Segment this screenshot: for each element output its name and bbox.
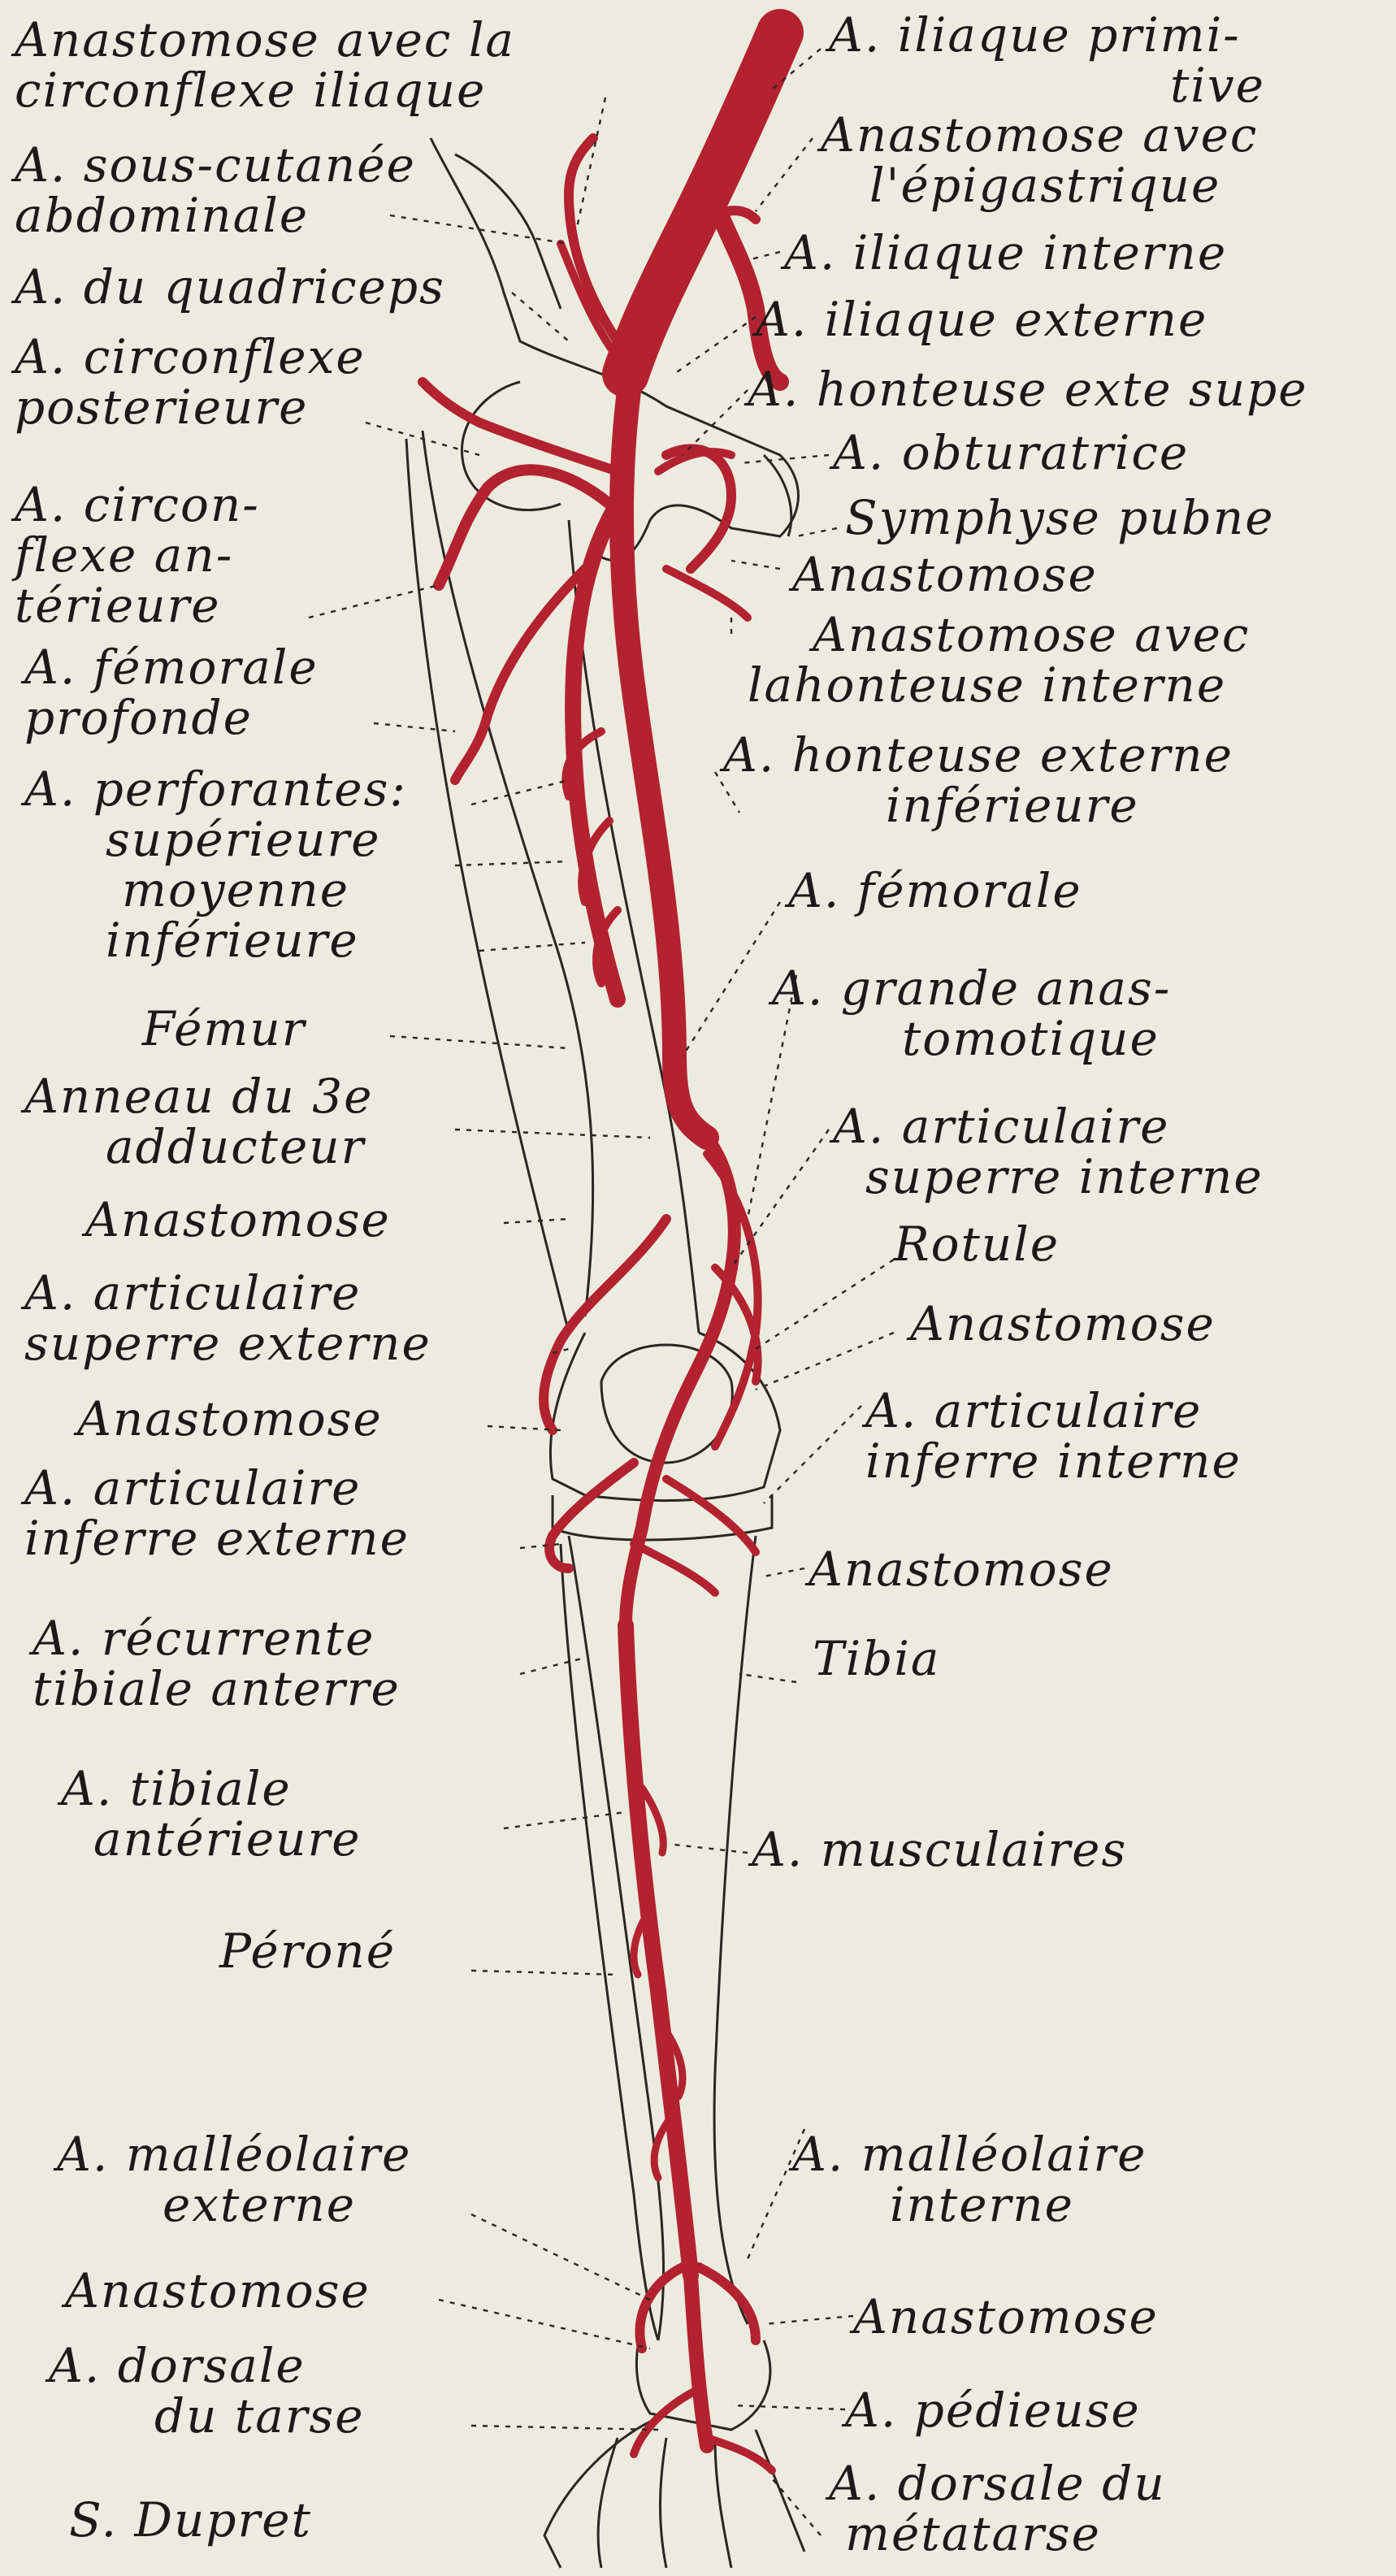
label-anastomose-l1: Anastomose [85, 1195, 391, 1245]
thigh-outline [406, 439, 569, 1333]
honteuse-externe-inf-artery [666, 569, 748, 618]
label-quadriceps: A. du quadriceps [15, 262, 445, 312]
label-symphyse: Symphyse pubne [845, 492, 1275, 543]
label-femorale: A. fémorale [788, 865, 1082, 916]
fibula-outline [561, 1544, 658, 2340]
label-malleolaire-interne: A. malléolaire interne [792, 2129, 1147, 2230]
label-rotule: Rotule [894, 1219, 1060, 1269]
label-iliaque-interne: A. iliaque interne [784, 228, 1227, 278]
label-perone: Péroné [219, 1926, 396, 1976]
ilium-outline [455, 154, 561, 309]
tibia-outline-medial [714, 1536, 756, 2324]
label-perforantes: A. perforantes: supérieure moyenne infér… [24, 764, 407, 965]
circonflexe-iliaque-artery [561, 244, 618, 358]
popliteal-artery [626, 1381, 691, 1625]
label-tibia: Tibia [813, 1633, 941, 1684]
label-tibiale-anterieure: A. tibiale antérieure [61, 1763, 362, 1864]
label-anastomose-honteuse: Anastomose avec lahonteuse interne [748, 609, 1250, 710]
label-grande-anastomotique: A. grande anas- tomotique [772, 963, 1171, 1064]
label-anastomose-l2: Anastomose [77, 1394, 383, 1444]
symphysis-outline [764, 455, 791, 536]
label-anastomose-r2: Anastomose [910, 1299, 1216, 1349]
label-anastomose-r4: Anastomose [853, 2292, 1159, 2342]
label-pedieuse: A. pédieuse [845, 2385, 1141, 2435]
femorale-distal-artery [691, 1138, 735, 1381]
label-honteuse-inf: A. honteuse externe inférieure [723, 730, 1233, 830]
label-anastomose-r3: Anastomose [809, 1544, 1114, 1594]
label-iliaque-externe: A. iliaque externe [756, 294, 1207, 345]
foot-outline [544, 2422, 804, 2568]
label-dorsale-metatarse: A. dorsale du métatarse [829, 2458, 1166, 2559]
label-iliaque-primitive: A. iliaque primi- tive [829, 10, 1265, 111]
label-dorsale-tarse: A. dorsale du tarse [49, 2340, 365, 2441]
label-malleolaire-externe: A. malléolaire externe [57, 2129, 411, 2230]
circonflexe-posterieure-artery [423, 382, 618, 471]
artery-tree [423, 33, 780, 2470]
articulaire-sup-ext-artery [544, 1219, 666, 1430]
pedieuse-artery [691, 2275, 707, 2446]
label-articulaire-inf-int: A. articulaire inferre interne [865, 1386, 1242, 1486]
label-honteuse-sup: A. honteuse exte supe [748, 364, 1308, 414]
label-femur: Fémur [142, 1004, 306, 1054]
label-articulaire-sup-int: A. articulaire superre interne [833, 1101, 1264, 1202]
label-anastomose-epigastrique: Anastomose avec l'épigastrique [821, 110, 1258, 210]
malleolaire-interne-artery [699, 2267, 756, 2340]
articulaire-inf-int-artery [666, 1479, 756, 1552]
label-circonflexe-anterieure: A. circon-flexe an-térieure [15, 479, 260, 631]
recurrente-tibiale-artery [634, 1544, 715, 1593]
label-anastomose-l3: Anastomose [65, 2266, 371, 2316]
label-anneau-adducteur: Anneau du 3e adducteur [24, 1071, 373, 1172]
grande-anastomotique-artery [707, 1154, 758, 1446]
label-musculaires: A. musculaires [752, 1824, 1127, 1875]
label-anastomose-r1: Anastomose [792, 549, 1098, 600]
artist-signature: S. Dupret [69, 2495, 312, 2545]
femorale-artery [622, 358, 707, 1138]
label-obturatrice: A. obturatrice [833, 427, 1189, 478]
